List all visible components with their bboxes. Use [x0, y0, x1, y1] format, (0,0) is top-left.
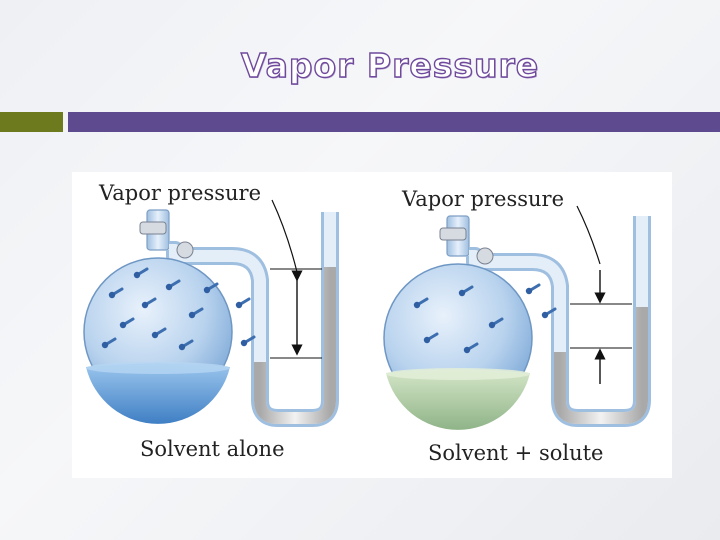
left-label-pointer [271, 199, 298, 273]
right-label-pointer [576, 205, 601, 265]
right-stopcock [439, 227, 467, 241]
left-mercury-column [254, 267, 336, 424]
left-stopcock [139, 221, 167, 235]
accent-bar-right [68, 112, 720, 132]
right-apparatus: Vapor pressure Solvent + solute [383, 187, 651, 465]
left-vapor-pressure-label: Vapor pressure [98, 181, 261, 205]
accent-bar-left [0, 112, 63, 132]
background-watermark [10, 170, 80, 370]
right-solution-liquid [386, 369, 530, 430]
right-mercury-column [554, 307, 648, 424]
right-vapor-pressure-label: Vapor pressure [401, 187, 564, 211]
left-solvent-label: Solvent alone [140, 437, 285, 461]
left-side-stopcock [176, 241, 194, 259]
vapor-pressure-figure: Vapor pressure Solvent alone [72, 172, 672, 478]
slide-title: Vapor Pressure [240, 45, 540, 85]
right-side-stopcock [476, 247, 494, 265]
left-apparatus: Vapor pressure Solvent alone [83, 181, 339, 461]
left-solvent-liquid [86, 363, 230, 424]
right-solution-label: Solvent + solute [428, 441, 603, 465]
